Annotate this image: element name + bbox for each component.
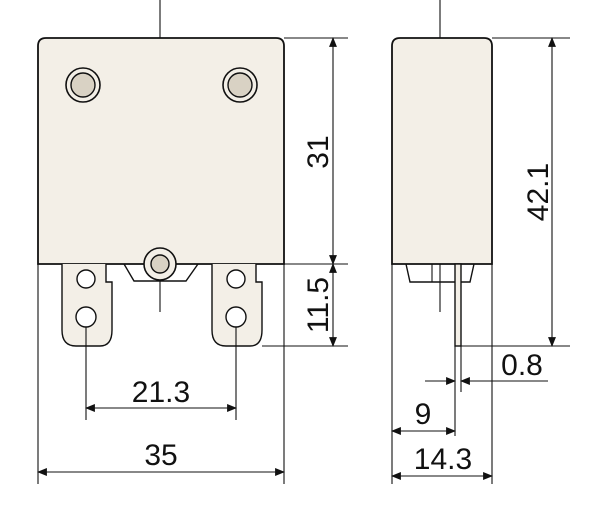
dim-terminal-spacing: 21.3 [132,376,190,409]
dim-side-height: 42.1 [522,163,555,221]
side-view: 42.1 0.8 9 14.3 [391,0,570,484]
terminal-right [211,264,263,347]
side-pin [454,263,462,347]
dim-terminal-height: 11.5 [302,277,335,333]
dim-depth-to-pin: 9 [415,398,432,431]
reset-button-base [123,263,199,282]
dim-top-height: 31 [302,135,335,168]
dim-overall-width: 35 [144,439,177,472]
side-body [391,37,493,265]
dim-side-depth: 14.3 [414,443,472,476]
front-view: 21.3 35 31 11.5 [37,0,348,484]
dim-pin-thickness: 0.8 [501,349,543,382]
terminal-left [61,264,113,347]
